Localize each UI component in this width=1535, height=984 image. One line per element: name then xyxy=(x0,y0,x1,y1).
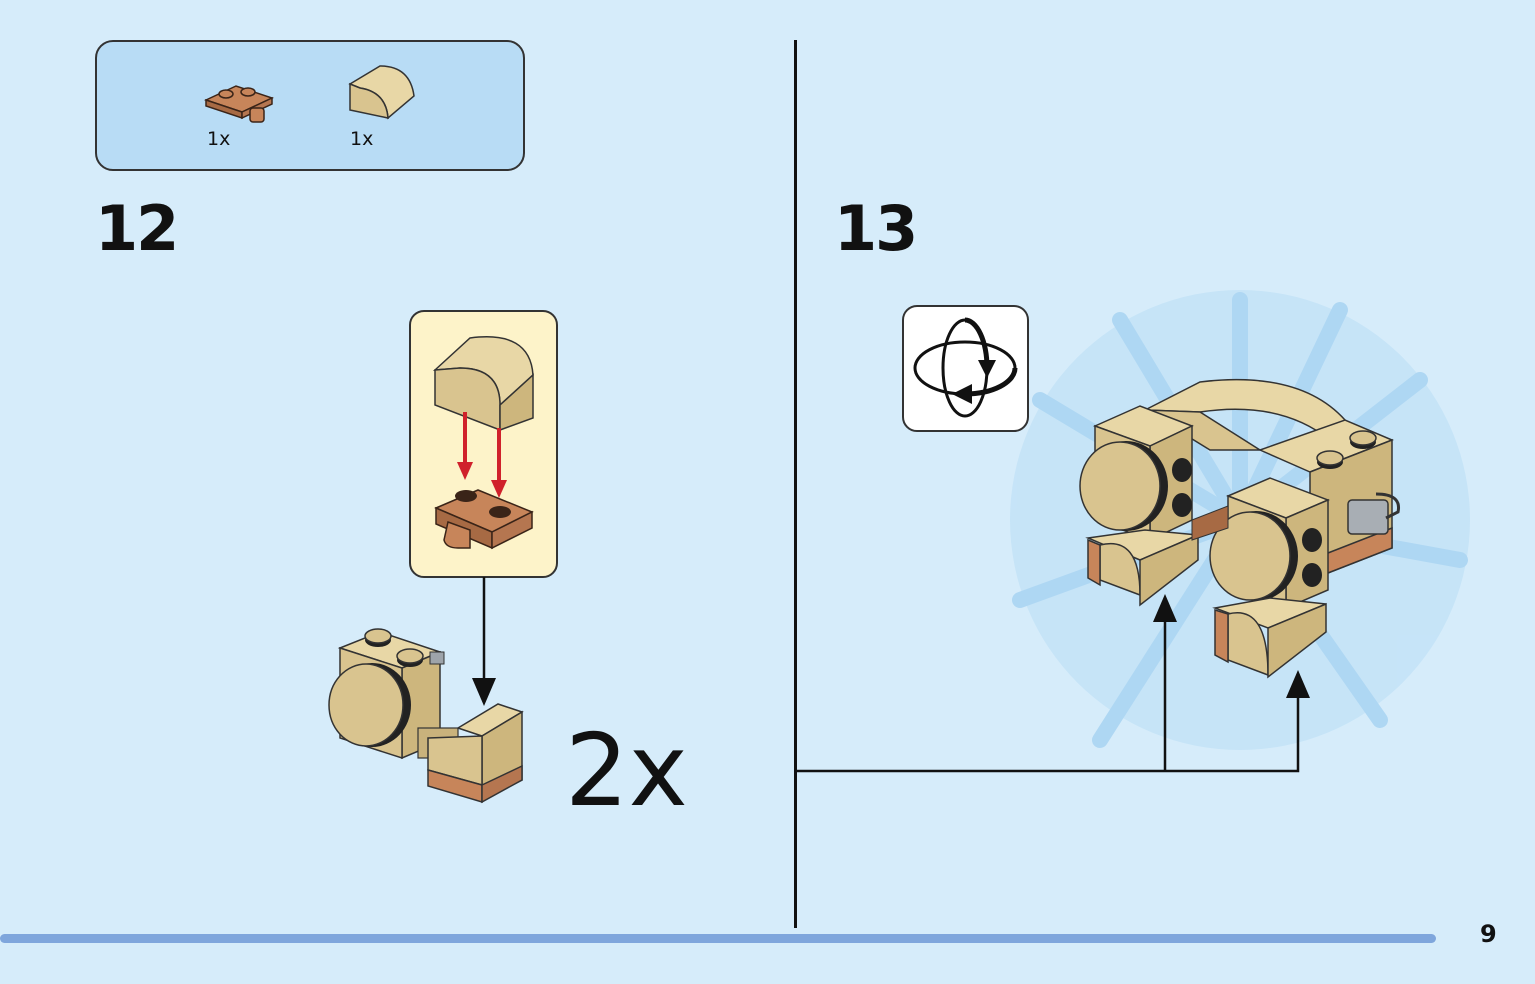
step12-model xyxy=(328,628,524,804)
page-number: 9 xyxy=(1480,920,1497,948)
parts-list-box xyxy=(95,40,525,171)
step13-arrows xyxy=(797,594,1310,773)
page-divider xyxy=(794,40,797,928)
tan-curved-slope-icon xyxy=(348,65,415,120)
rotate-model-icon xyxy=(902,305,1029,432)
subassembly-callout xyxy=(409,310,558,578)
step-number-12: 12 xyxy=(95,192,179,265)
part-qty-slope: 1x xyxy=(350,128,374,150)
step13-model xyxy=(1079,379,1401,679)
part-qty-plate: 1x xyxy=(207,128,231,150)
dark-tan-plate-with-clip-icon xyxy=(203,85,275,123)
progress-bar xyxy=(0,934,1436,943)
step12-multiplier: 2x xyxy=(565,712,688,829)
step-number-13: 13 xyxy=(834,192,918,265)
